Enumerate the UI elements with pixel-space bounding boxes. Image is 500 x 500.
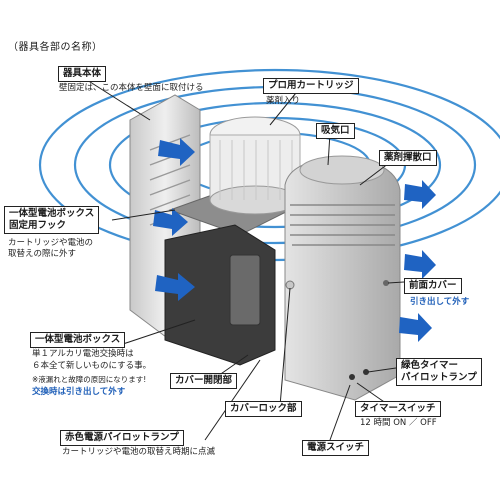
label-power-switch: 電源スイッチ bbox=[302, 440, 370, 456]
label-green-lamp-line1: 緑色タイマー bbox=[401, 360, 459, 371]
desc-battery-2: ６本全て新しいものにする事。 bbox=[32, 361, 152, 371]
label-timer-switch: タイマースイッチ bbox=[355, 401, 441, 417]
label-intake: 吸気口 bbox=[316, 123, 355, 139]
label-red-lamp: 赤色電源パイロットランプ bbox=[60, 430, 184, 446]
note-battery-box: 交換時は引き出して外す bbox=[32, 387, 126, 397]
label-main-body: 器具本体 bbox=[58, 66, 107, 82]
label-front-cover: 前面カバー bbox=[404, 278, 462, 294]
desc-cartridge: 薬剤入り bbox=[266, 96, 301, 106]
label-outlet: 薬剤揮散口 bbox=[379, 150, 437, 166]
label-green-lamp-line2: パイロットランプ bbox=[401, 372, 477, 383]
section-header: （器具各部の名称） bbox=[8, 42, 103, 53]
front-cover bbox=[284, 157, 401, 401]
label-cover-lock: カバーロック部 bbox=[225, 401, 302, 417]
airflow-arrow-icon bbox=[153, 138, 436, 342]
desc-main-body: 壁固定は、この本体を壁面に取付ける bbox=[59, 83, 204, 93]
label-cartridge: プロ用カートリッジ bbox=[263, 78, 359, 94]
desc-hook-2: 取替えの際に外す bbox=[8, 249, 77, 259]
label-hook-line1: 一体型電池ボックス bbox=[9, 208, 95, 219]
desc-battery-3: ※液漏れと故障の原因になります! bbox=[32, 375, 147, 384]
label-battery-box: 一体型電池ボックス bbox=[30, 332, 126, 348]
desc-timer-switch: 12 時間 ON ／ OFF bbox=[360, 418, 437, 428]
desc-battery-1: 単１アルカリ電池交換時は bbox=[32, 349, 134, 359]
label-cover-open: カバー開閉部 bbox=[170, 373, 238, 389]
cartridge-icon bbox=[209, 116, 301, 215]
power-switch-icon bbox=[363, 369, 369, 375]
label-hook-line2: 固定用フック bbox=[9, 220, 67, 231]
desc-hook-1: カートリッジや電池の bbox=[8, 238, 94, 248]
label-hook: 一体型電池ボックス 固定用フック bbox=[4, 206, 100, 234]
label-green-lamp: 緑色タイマー パイロットランプ bbox=[396, 358, 482, 386]
note-front-cover: 引き出して外す bbox=[410, 297, 470, 307]
desc-red-lamp: カートリッジや電池の取替え時期に点滅 bbox=[62, 447, 216, 457]
timer-lamp-icon bbox=[349, 374, 355, 380]
